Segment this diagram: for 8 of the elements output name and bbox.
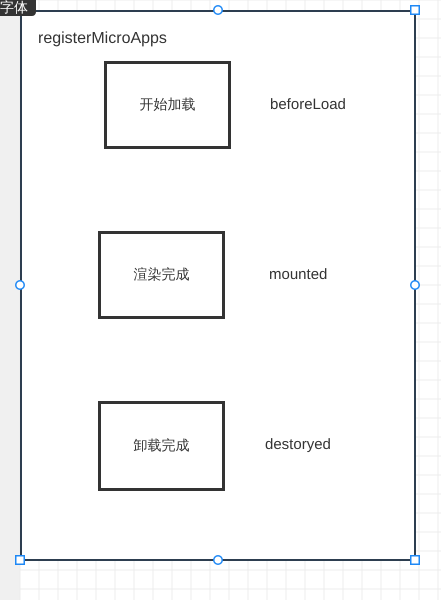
container-title: registerMicroApps [38, 30, 167, 48]
tooltip: 字体 [0, 0, 36, 16]
hook-name: mounted [269, 266, 328, 283]
hook-name: destoryed [265, 436, 331, 453]
process-box: 开始加载 [104, 61, 231, 149]
process-box: 渲染完成 [98, 231, 225, 319]
process-box: 卸载完成 [98, 401, 225, 491]
hook-name: beforeLoad [270, 96, 346, 113]
